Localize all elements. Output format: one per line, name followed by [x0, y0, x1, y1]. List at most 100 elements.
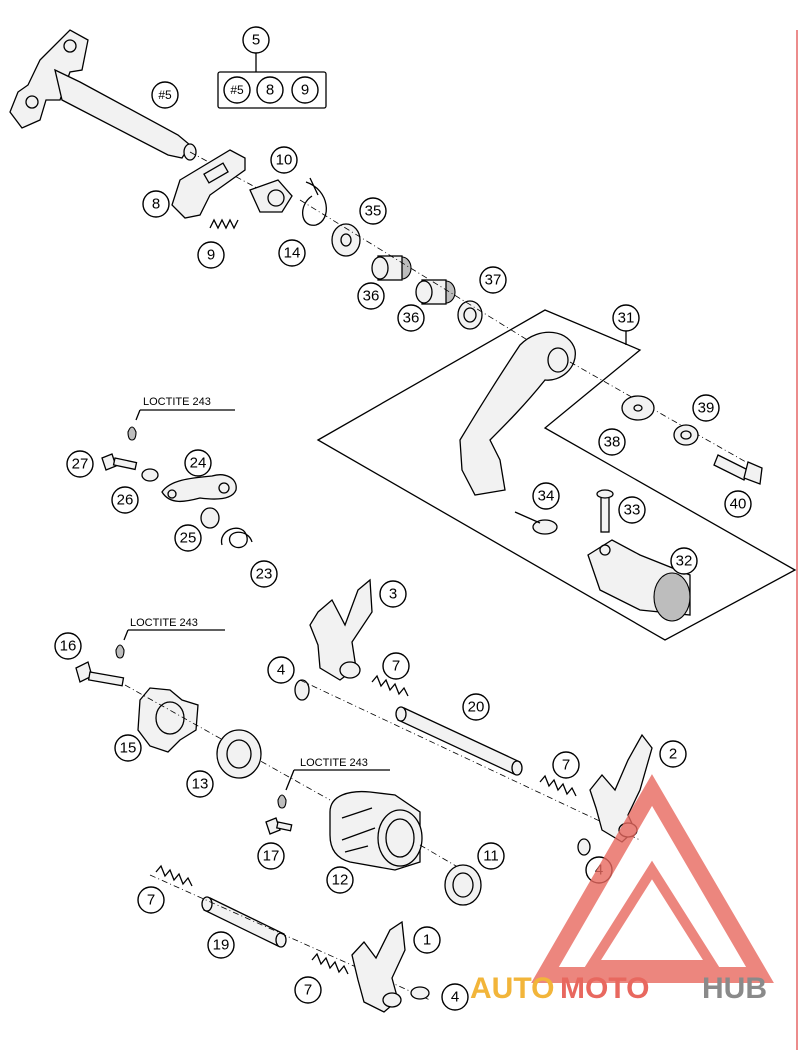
svg-text:14: 14	[284, 245, 301, 262]
bolt-40	[713, 454, 763, 485]
svg-text:4: 4	[277, 662, 285, 679]
roller-lever	[249, 179, 293, 213]
callout-4c: 4	[441, 983, 469, 1011]
callout-2: 2	[659, 740, 687, 768]
svg-text:12: 12	[332, 872, 349, 889]
svg-text:9: 9	[207, 247, 215, 264]
callout-27: 27	[66, 450, 94, 478]
clip-34	[514, 511, 558, 535]
loctite-label-a: LOCTITE 243	[143, 396, 211, 408]
rail-19	[201, 896, 287, 948]
star-15	[137, 687, 199, 753]
callout-25: 25	[174, 524, 202, 552]
svg-text:7: 7	[304, 982, 312, 999]
assembly-outline-31	[316, 309, 797, 641]
callout-19: 19	[207, 931, 235, 959]
callout-36a: 36	[357, 282, 385, 310]
callout-4a: 4	[267, 656, 295, 684]
callout-7a: 7	[382, 652, 410, 680]
shift-shaft	[9, 29, 271, 196]
shift-plate	[171, 149, 246, 219]
svg-text:7: 7	[562, 757, 570, 774]
callout-8: 8	[142, 190, 170, 218]
svg-text:19: 19	[213, 937, 230, 954]
svg-text:LOCTITE 243: LOCTITE 243	[130, 617, 198, 629]
callout-26: 26	[111, 486, 139, 514]
shift-drum-12	[329, 790, 423, 871]
lock-washer-39	[673, 424, 699, 446]
svg-text:20: 20	[468, 699, 485, 716]
svg-text:HUB: HUB	[702, 972, 767, 1005]
callout-13: 13	[186, 770, 214, 798]
svg-text:16: 16	[60, 638, 77, 655]
callout-31: 31	[612, 304, 640, 345]
washer-26	[141, 468, 159, 482]
svg-text:15: 15	[120, 740, 137, 757]
callout-24: 24	[184, 449, 212, 477]
callout-7d: 7	[294, 976, 322, 1004]
group-item-text: 8	[266, 82, 274, 99]
callout-20: 20	[462, 693, 490, 721]
callout-39: 39	[692, 394, 720, 422]
callout-11: 11	[477, 842, 505, 870]
svg-text:AUTO: AUTO	[470, 972, 554, 1005]
svg-text:17: 17	[263, 848, 280, 865]
callout-text: #5	[158, 88, 172, 102]
watermark-logo	[531, 774, 774, 983]
loctite-label-b: LOCTITE 243	[130, 617, 198, 629]
svg-text:LOCTITE 243: LOCTITE 243	[300, 757, 368, 769]
svg-text:33: 33	[624, 502, 641, 519]
pin-4c	[410, 986, 430, 1000]
pin-4a	[294, 679, 310, 701]
screw-27	[101, 453, 138, 471]
svg-text:8: 8	[152, 196, 160, 213]
spring-23	[220, 527, 253, 549]
callout-34: 34	[532, 482, 560, 510]
callout-shaft-label: #5	[151, 81, 179, 109]
callout-17: 17	[257, 842, 285, 870]
svg-text:39: 39	[698, 400, 715, 417]
shift-tip-32	[587, 539, 691, 622]
loctite-drop-a	[127, 409, 235, 441]
svg-text:MOTO: MOTO	[560, 972, 649, 1005]
group-item-text: #5	[230, 83, 244, 97]
svg-text:7: 7	[147, 892, 155, 909]
callout-38: 38	[598, 428, 626, 456]
svg-text:25: 25	[180, 530, 197, 547]
spring-9	[209, 218, 239, 230]
svg-text:34: 34	[538, 488, 555, 505]
washer-11	[444, 864, 482, 906]
screw-17	[265, 817, 293, 835]
svg-text:31: 31	[618, 310, 635, 327]
callout-16: 16	[54, 632, 82, 660]
fork-1	[351, 920, 406, 1013]
callout-7b: 7	[552, 751, 580, 779]
svg-text:36: 36	[403, 310, 420, 327]
svg-text:4: 4	[451, 989, 459, 1006]
bearing-36a	[371, 255, 412, 281]
fork-2	[589, 733, 653, 843]
svg-text:35: 35	[365, 203, 382, 220]
svg-text:32: 32	[676, 553, 693, 570]
callout-33: 33	[618, 496, 646, 524]
shift-lever	[459, 331, 576, 496]
rail-20	[395, 706, 523, 776]
kit-group-box: 5 #5 8 9	[217, 26, 327, 109]
callout-35: 35	[359, 197, 387, 225]
spring-7b	[539, 774, 577, 797]
callout-15: 15	[114, 734, 142, 762]
svg-text:11: 11	[483, 848, 499, 865]
roller-25	[200, 507, 220, 529]
svg-text:40: 40	[730, 496, 747, 513]
svg-text:10: 10	[276, 152, 293, 169]
spring-7a	[371, 674, 409, 697]
callout-3: 3	[379, 580, 407, 608]
pin-33	[596, 489, 614, 533]
detent-lever-24	[161, 474, 237, 503]
callout-23: 23	[250, 560, 278, 588]
loctite-label-c: LOCTITE 243	[300, 757, 368, 769]
svg-text:24: 24	[190, 455, 207, 472]
washer-38	[621, 395, 655, 421]
spring-14	[302, 177, 327, 226]
bolt-16	[75, 661, 125, 687]
